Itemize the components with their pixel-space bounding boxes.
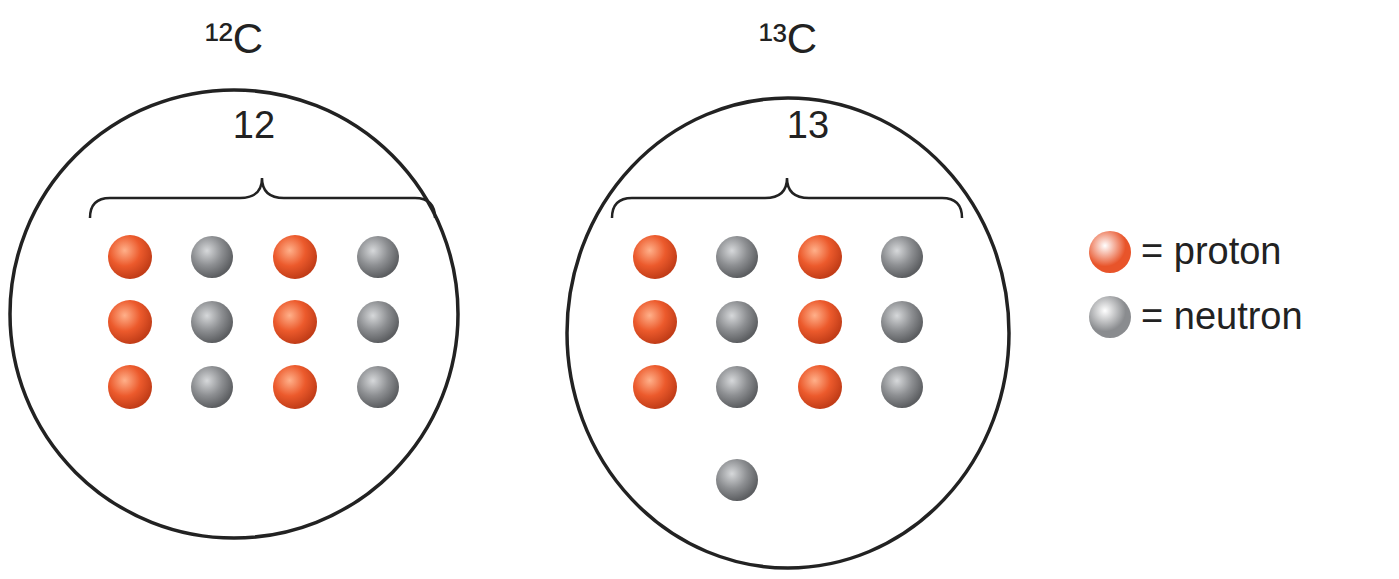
legend-swatch <box>1089 231 1131 273</box>
mass-number: 13 <box>787 106 829 144</box>
legend-swatch <box>1089 296 1131 338</box>
legend-label: = proton <box>1141 230 1282 273</box>
circle-outline <box>565 96 1011 570</box>
legend-entry: = proton <box>1089 230 1282 273</box>
brace <box>90 178 962 218</box>
legend-entry: = neutron <box>1089 295 1303 338</box>
legend-label: = neutron <box>1141 295 1303 338</box>
circle-outline <box>8 88 460 540</box>
mass-number: 12 <box>233 106 275 144</box>
neutron-sphere <box>191 236 923 501</box>
nucleus-circle: ¹³C13 <box>565 96 1011 570</box>
nucleus-circle: ¹²C12 <box>8 88 460 540</box>
isotope-symbol: ¹²C <box>205 18 263 60</box>
proton-sphere <box>108 235 842 409</box>
isotope-symbol: ¹³C <box>759 18 817 60</box>
